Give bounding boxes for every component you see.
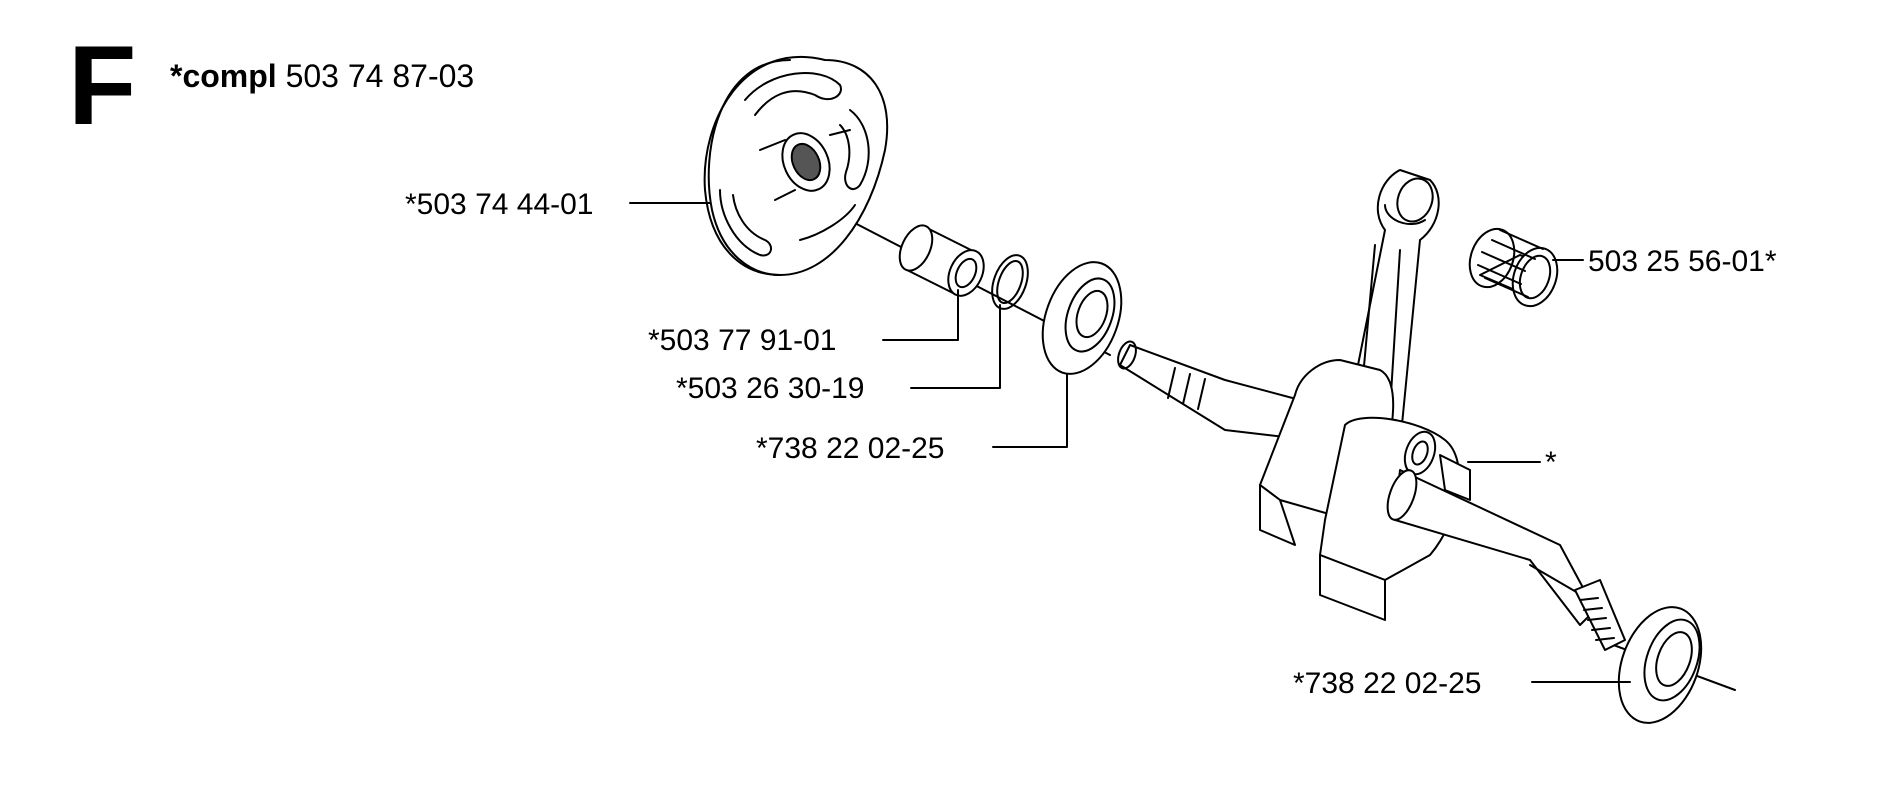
leader-ring	[910, 304, 1001, 389]
part-label-needle-bearing: 503 25 56-01*	[1588, 245, 1777, 278]
complete-assembly-label: *compl 503 74 87-03	[170, 60, 474, 92]
part-label-bearing-lower: *738 22 02-25	[1293, 667, 1482, 700]
needle-bearing-drawing	[1468, 227, 1559, 308]
part-label-sleeve: *503 77 91-01	[648, 324, 837, 357]
section-letter: F	[68, 23, 137, 148]
sleeve-drawing	[898, 224, 985, 297]
compl-keyword: *compl	[170, 58, 277, 94]
bearing-upper-drawing	[1041, 261, 1123, 375]
part-label-ring: *503 26 30-19	[676, 372, 865, 405]
bearing-lower-drawing	[1617, 606, 1703, 724]
part-label-crankshaft: *	[1545, 446, 1557, 479]
clutch-drawing	[703, 55, 889, 276]
part-label-bearing-upper: *738 22 02-25	[756, 432, 945, 465]
leader-sleeve	[882, 289, 959, 341]
leader-bearing-upper	[992, 374, 1068, 448]
compl-number: 503 74 87-03	[285, 58, 475, 94]
crankshaft-drawing	[1117, 169, 1626, 651]
part-label-clutch: *503 74 44-01	[405, 188, 594, 221]
